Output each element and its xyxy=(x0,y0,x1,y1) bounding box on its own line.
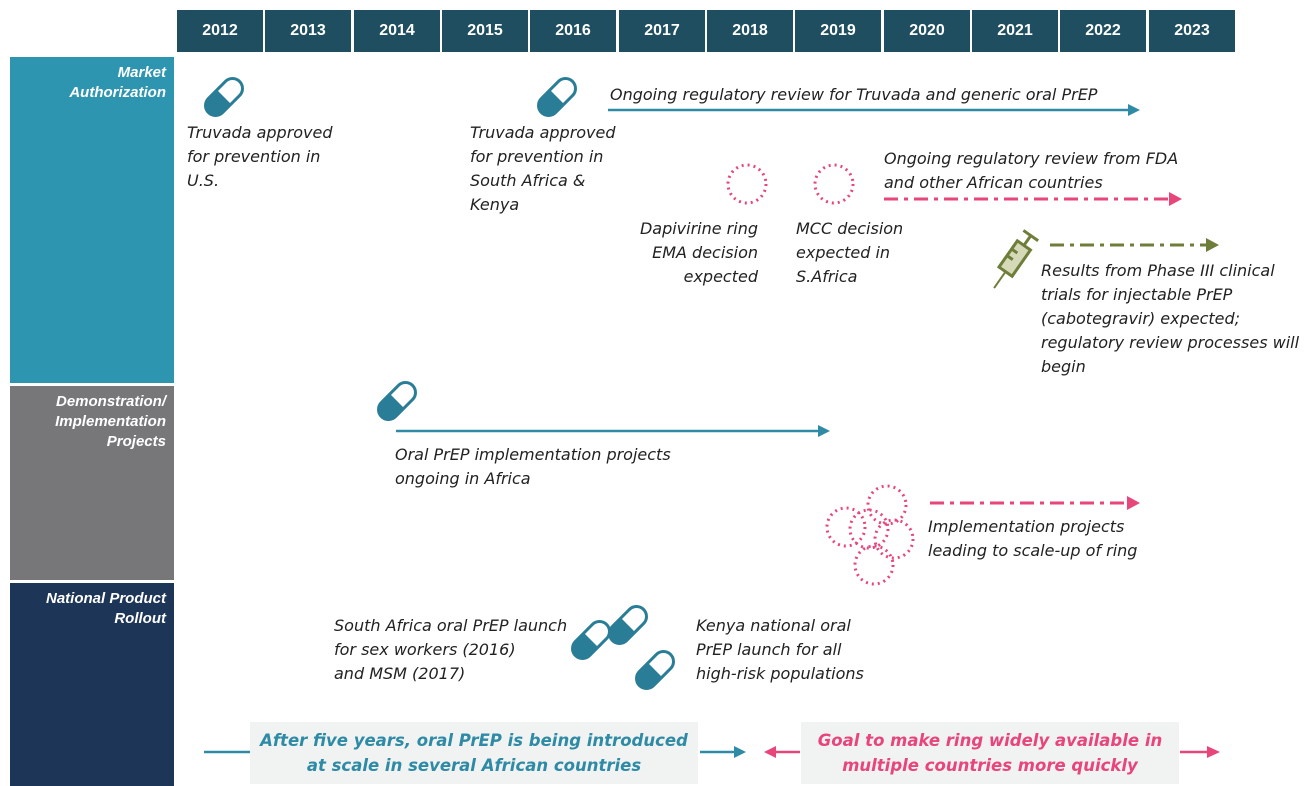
ring-cluster-icon xyxy=(825,484,915,586)
annotation-kenya-launch: Kenya national oral PrEP launch for all … xyxy=(696,616,864,683)
pill-icon xyxy=(635,650,675,690)
arrow-oral-callout xyxy=(204,746,746,758)
arrow-phase3 xyxy=(1050,238,1219,252)
year-2019: 2019 xyxy=(795,10,881,52)
callout-ring-goal: Goal to make ring widely available in mu… xyxy=(801,722,1179,784)
annotation-phase3-results: Results from Phase III clinical trials f… xyxy=(1041,261,1300,376)
year-2012: 2012 xyxy=(177,10,263,52)
pill-icon xyxy=(537,77,577,117)
arrow-ongoing-fda xyxy=(884,192,1182,206)
arrow-ongoing-truvada xyxy=(608,104,1140,116)
ring-icon xyxy=(813,163,855,205)
year-2021: 2021 xyxy=(972,10,1058,52)
syringe-icon xyxy=(993,229,1040,289)
year-2013: 2013 xyxy=(265,10,351,52)
pill-icon xyxy=(377,381,417,421)
annotation-dapivirine-ema: Dapivirine ring EMA decision expected xyxy=(639,219,758,286)
year-2015: 2015 xyxy=(442,10,528,52)
year-2018: 2018 xyxy=(707,10,793,52)
annotation-ring-implementation: Implementation projects leading to scale… xyxy=(928,517,1138,560)
ring-icon xyxy=(726,163,768,205)
year-2014: 2014 xyxy=(354,10,440,52)
arrow-oral-implementation xyxy=(396,425,830,437)
year-2017: 2017 xyxy=(619,10,705,52)
year-2016: 2016 xyxy=(530,10,616,52)
annotation-mcc-decision: MCC decision expected in S.Africa xyxy=(796,219,904,286)
arrow-ring-implementation xyxy=(930,496,1140,510)
year-2020: 2020 xyxy=(884,10,970,52)
pill-icon xyxy=(571,620,611,660)
pill-icon xyxy=(608,605,648,645)
row-label-demonstration-projects: Demonstration/ Implementation Projects xyxy=(10,386,174,580)
annotation-truvada-us: Truvada approved for prevention in U.S. xyxy=(187,123,333,190)
row-label-market-authorization: Market Authorization xyxy=(10,57,174,383)
year-2022: 2022 xyxy=(1060,10,1146,52)
annotation-south-africa-launch: South Africa oral PrEP launch for sex wo… xyxy=(334,616,568,683)
annotation-truvada-sa-kenya: Truvada approved for prevention in South… xyxy=(470,123,616,214)
callout-oral-prep: After five years, oral PrEP is being int… xyxy=(250,722,698,784)
arrow-ring-callout xyxy=(764,746,1220,758)
annotation-ongoing-fda: Ongoing regulatory review from FDA and o… xyxy=(884,149,1179,192)
row-label-national-rollout: National Product Rollout xyxy=(10,583,174,786)
annotation-ongoing-truvada: Ongoing regulatory review for Truvada an… xyxy=(610,85,1098,104)
pill-icon xyxy=(204,77,244,117)
annotation-oral-implementation: Oral PrEP implementation projects ongoin… xyxy=(395,445,671,488)
year-2023: 2023 xyxy=(1149,10,1235,52)
